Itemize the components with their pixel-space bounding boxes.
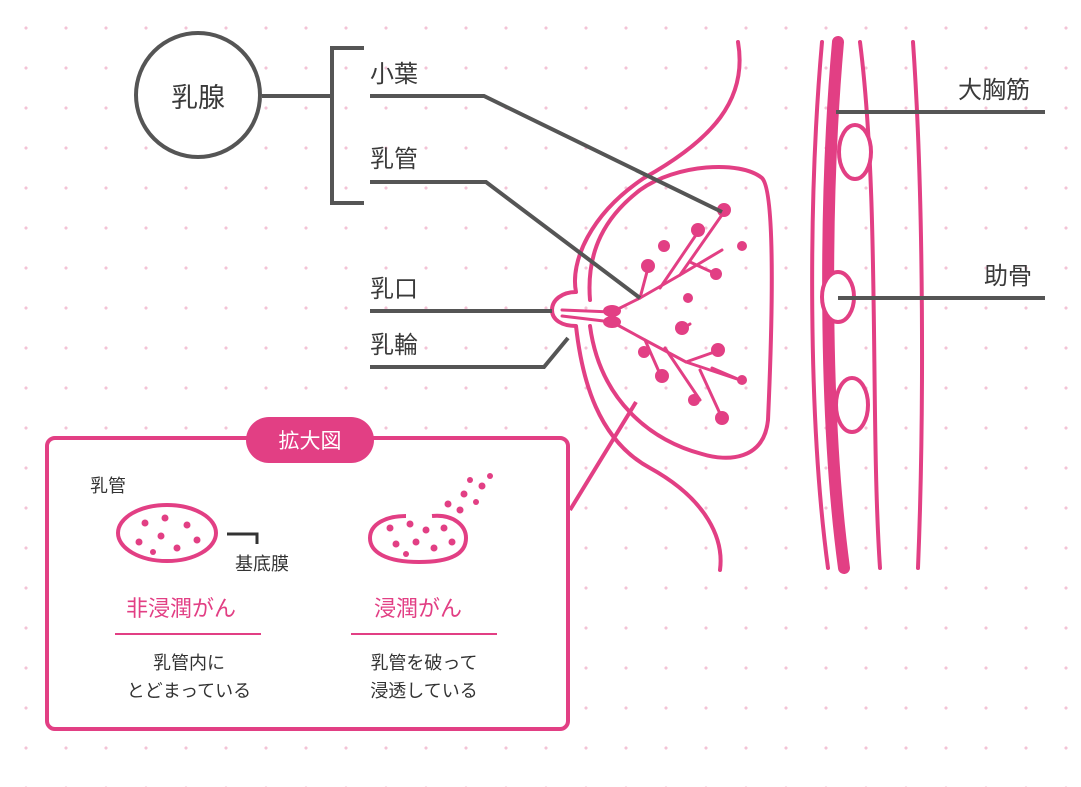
noninvasive-line1: 乳管内に	[153, 653, 225, 674]
invasive-underline	[351, 633, 497, 635]
lobule-cluster	[638, 346, 650, 358]
lobule-cluster	[717, 203, 731, 217]
lobule-leader	[370, 94, 723, 214]
invasive-line2: 浸透している	[370, 681, 478, 702]
rib-cage-line-inner	[858, 40, 882, 570]
noninvasive-cancer-title: 非浸潤がん	[126, 597, 237, 622]
lobule-cluster	[683, 293, 693, 303]
inset-duct-label: 乳管	[90, 476, 126, 497]
lobule-cluster	[737, 375, 747, 385]
inset-pointer	[568, 400, 638, 512]
duct-label: 乳管	[370, 145, 418, 173]
nipple-label: 乳口	[370, 275, 418, 303]
magnified-view-panel: 乳管 基底膜 非浸潤がん 乳管内に とどまっている 浸潤がん 乳管を破って 浸透…	[45, 436, 570, 731]
areola-leader	[370, 336, 570, 369]
lobule-label: 小葉	[370, 60, 418, 88]
chest-wall-line	[810, 40, 830, 570]
lobule-cluster	[658, 240, 670, 252]
areola-label: 乳輪	[370, 331, 418, 359]
noninvasive-description: 乳管内に とどまっている	[99, 650, 279, 706]
duct-leader	[370, 180, 642, 300]
duct-branch	[638, 210, 742, 420]
invasive-description: 乳管を破って 浸透している	[334, 650, 514, 706]
noninvasive-duct-illustration	[116, 503, 259, 563]
magnified-view-badge: 拡大図	[246, 417, 374, 463]
lobule-cluster	[691, 223, 705, 237]
lobule-cluster	[715, 411, 729, 425]
invasive-cancer-title: 浸潤がん	[374, 597, 463, 622]
lobule-cluster	[641, 259, 655, 273]
nipple-duct-bulb-2	[603, 316, 621, 328]
rib-cage-line-outer	[911, 40, 925, 570]
lobule-cluster	[737, 241, 747, 251]
rib-1	[837, 123, 873, 181]
rib-label: 助骨	[984, 262, 1032, 290]
nipple-duct-bulb-1	[603, 305, 621, 317]
lobule-cluster	[710, 268, 722, 280]
lobule-cluster	[655, 369, 669, 383]
mammary-gland-label: 乳腺	[134, 31, 262, 159]
basement-membrane-label: 基底膜	[235, 554, 289, 575]
pectoralis-major-label: 大胸筋	[958, 76, 1030, 104]
lobule-cluster	[711, 343, 725, 357]
lobule-cluster	[688, 394, 700, 406]
gland-outline	[587, 164, 774, 460]
mammary-gland-bracket	[330, 46, 364, 205]
lobule-cluster	[675, 321, 689, 335]
invasive-duct-illustration	[367, 473, 493, 565]
noninvasive-line2: とどまっている	[126, 681, 252, 702]
noninvasive-underline	[115, 633, 261, 635]
invasive-line1: 乳管を破って	[370, 653, 478, 674]
rib-3	[834, 376, 870, 434]
